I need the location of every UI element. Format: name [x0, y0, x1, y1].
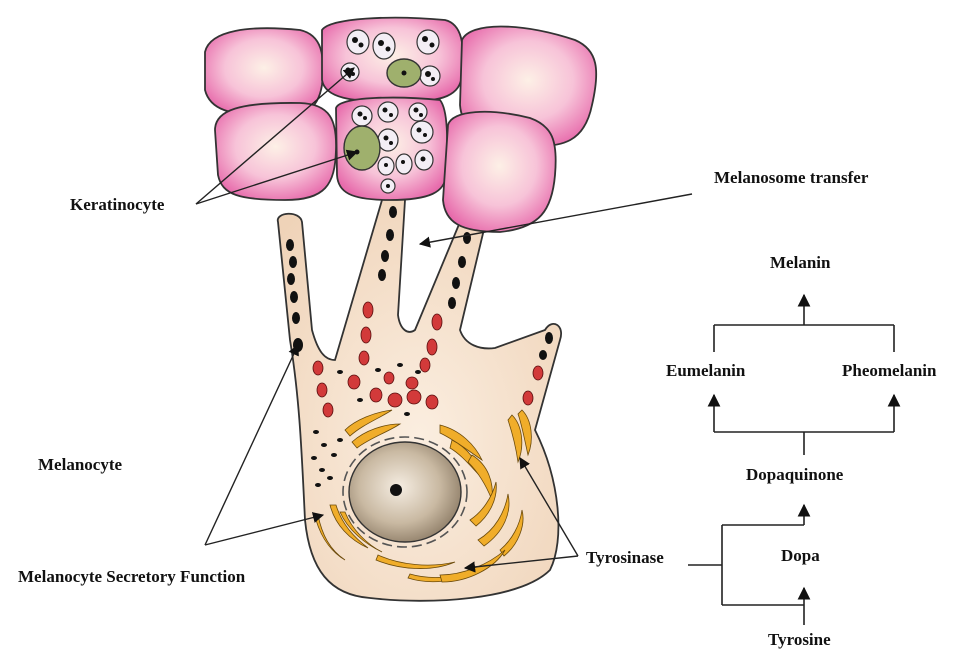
- keratinocyte-cell-mid-left: [215, 103, 336, 200]
- pathway-eumelanin: Eumelanin: [666, 361, 746, 380]
- pathway-dopa: Dopa: [781, 546, 820, 565]
- pathway-pheomelanin: Pheomelanin: [842, 361, 937, 380]
- pathway-melanin: Melanin: [770, 253, 831, 272]
- label-tyrosinase: Tyrosinase: [586, 548, 664, 567]
- label-keratinocyte: Keratinocyte: [70, 195, 165, 214]
- keratinocyte-nucleus-center: [344, 126, 380, 170]
- label-secretory-function: Melanocyte Secretory Function: [18, 567, 246, 586]
- pathway-connectors: [688, 295, 894, 625]
- label-melanosome-transfer: Melanosome transfer: [714, 168, 869, 187]
- keratinocyte-cluster: [205, 18, 596, 232]
- keratinocyte-cell-mid-right: [443, 112, 556, 232]
- pathway-tyrosine: Tyrosine: [768, 630, 831, 649]
- keratinocyte-cell-top-middle: [322, 18, 463, 102]
- pathway-dopaquinone: Dopaquinone: [746, 465, 844, 484]
- label-melanocyte: Melanocyte: [38, 455, 122, 474]
